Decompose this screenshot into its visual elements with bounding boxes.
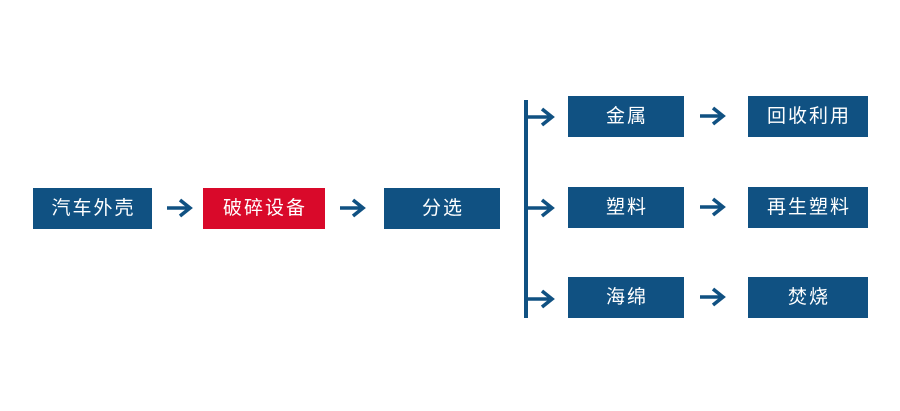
node-input-car-shell[interactable]: 汽车外壳 <box>33 188 152 229</box>
branch-arrow-sponge-icon <box>527 285 557 313</box>
branch-arrow-metal-icon <box>527 103 557 131</box>
node-destination-incineration[interactable]: 焚烧 <box>748 277 868 318</box>
node-sorting[interactable]: 分选 <box>384 188 500 229</box>
node-material-metal[interactable]: 金属 <box>568 96 684 137</box>
node-destination-recycling[interactable]: 回收利用 <box>748 96 868 137</box>
arrow-plastic-to-recycled-plastic <box>698 193 728 221</box>
node-material-plastic[interactable]: 塑料 <box>568 187 684 228</box>
node-destination-recycled-plastic[interactable]: 再生塑料 <box>748 187 868 228</box>
arrow-crusher-to-sorting <box>338 194 368 222</box>
branch-arrow-plastic-icon <box>527 194 557 222</box>
arrow-input-to-crusher <box>165 194 195 222</box>
split-connector <box>524 100 528 318</box>
arrow-sponge-to-incineration <box>698 283 728 311</box>
arrow-metal-to-recycling <box>698 102 728 130</box>
node-crusher-equipment[interactable]: 破碎设备 <box>203 188 325 229</box>
node-material-sponge[interactable]: 海绵 <box>568 277 684 318</box>
